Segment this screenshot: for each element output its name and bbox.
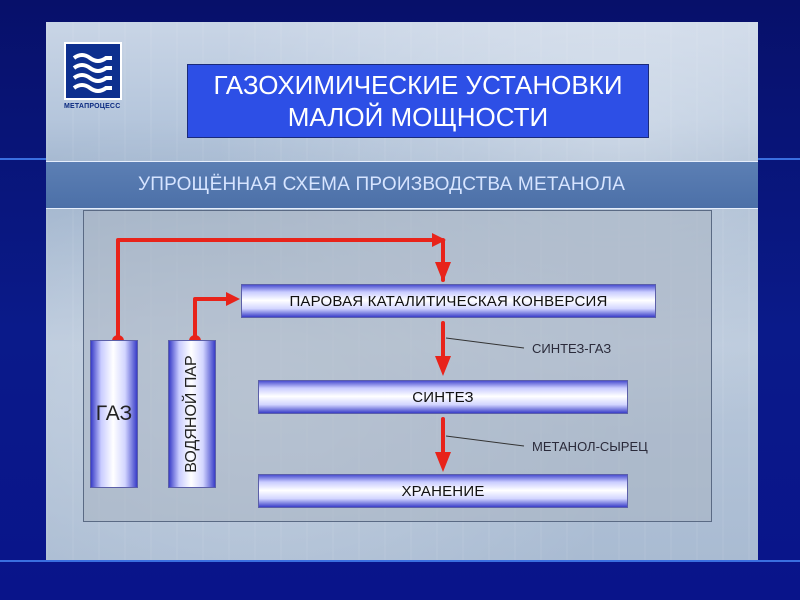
syngas-annotation: СИНТЕЗ-ГАЗ [532,341,611,356]
methanol-leader [446,436,524,446]
frame-line-bottom [0,560,800,562]
arrowhead-syngas-down [435,356,451,376]
steam-feed-line [195,299,226,340]
gas-input-label: ГАЗ [96,402,132,426]
step-synthesis: СИНТЕЗ [258,380,628,414]
arrowhead-methanol-down [435,452,451,472]
arrowhead-gas-down [435,262,451,282]
syngas-leader [446,338,524,348]
step-storage: ХРАНЕНИЕ [258,474,628,508]
step-steam-reforming-label: ПАРОВАЯ КАТАЛИТИЧЕСКАЯ КОНВЕРСИЯ [289,293,607,310]
steam-input-label: ВОДЯНОЙ ПАР [183,355,201,472]
gas-input-cylinder: ГАЗ [90,340,138,488]
step-storage-label: ХРАНЕНИЕ [401,483,484,500]
arrowhead-steam-right [226,292,240,306]
step-steam-reforming: ПАРОВАЯ КАТАЛИТИЧЕСКАЯ КОНВЕРСИЯ [241,284,656,318]
slide: МЕТАПРОЦЕСС ГАЗОХИМИЧЕСКИЕ УСТАНОВКИ МАЛ… [46,22,758,560]
step-synthesis-label: СИНТЕЗ [412,389,474,406]
crude-methanol-annotation: МЕТАНОЛ-СЫРЕЦ [532,439,648,454]
steam-input-cylinder: ВОДЯНОЙ ПАР [168,340,216,488]
